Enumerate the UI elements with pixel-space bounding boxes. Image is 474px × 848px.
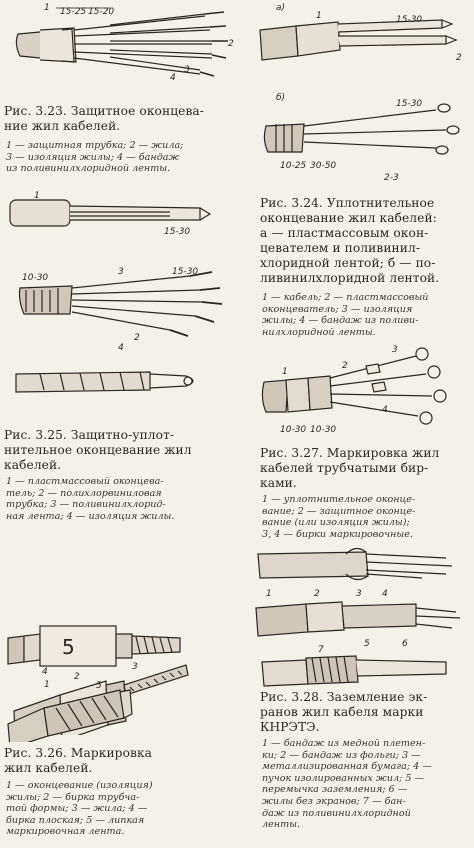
- tag-number: 5: [62, 635, 75, 659]
- figure-3-25-legend: 1 — пластмассовый оконцева- тель; 2 — по…: [6, 476, 175, 522]
- part-label: 1: [282, 367, 288, 377]
- part-label: 3: [184, 65, 190, 75]
- part-label: 2: [134, 333, 140, 343]
- part-label: 1: [316, 11, 322, 21]
- dim-label: 15-25: [60, 7, 86, 17]
- dim-label: 15-30: [396, 15, 422, 25]
- figure-3-27-caption: Рис. 3.27. Маркировка жил кабелей трубча…: [260, 446, 440, 490]
- figure-3-23-legend: 1 — защитная трубка; 2 — жила; 3 — изоля…: [6, 140, 184, 175]
- dim-label: 15-30: [172, 267, 198, 277]
- part-label: 2: [456, 53, 462, 63]
- part-label: 4: [42, 667, 48, 677]
- part-label: 1: [44, 680, 50, 690]
- part-label: 6: [402, 639, 408, 649]
- part-label: 2: [228, 39, 234, 49]
- part-label: 2: [314, 589, 320, 599]
- part-label: 4: [382, 405, 388, 415]
- dim-label: 15-30: [164, 227, 190, 237]
- dim-label: 15-20: [88, 7, 114, 17]
- part-label: 1: [44, 3, 50, 13]
- figure-3-25-drawing: 1 15-30 10-30 15-30 3 2 4: [0, 190, 240, 420]
- part-label: 2: [74, 672, 80, 682]
- dim-label: 10-30: [310, 425, 336, 435]
- part-label: б): [276, 93, 285, 103]
- figure-3-26-legend: 1 — оконцевание (изоляция) жилы; 2 — бир…: [6, 780, 153, 838]
- figure-3-26-flat-tag-drawing: 5 4 5: [0, 612, 240, 742]
- part-label: 4: [382, 589, 388, 599]
- part-label: 3: [118, 267, 124, 277]
- part-label: 4: [170, 73, 176, 83]
- dim-label: 10-30: [280, 425, 306, 435]
- dim-label: 10-30: [22, 273, 48, 283]
- figure-3-23-drawing: 15-25 15-20 1 2 3 4: [0, 0, 240, 90]
- figure-3-26-caption: Рис. 3.26. Маркировка жил кабелей.: [4, 746, 153, 775]
- figure-3-24-caption: Рис. 3.24. Уплотнительное оконцевание жи…: [260, 196, 440, 285]
- part-label: 3: [392, 345, 398, 355]
- figure-3-27-legend: 1 — уплотнительное оконце- вание; 2 — за…: [262, 494, 416, 540]
- part-label: 1: [34, 191, 40, 201]
- figure-3-24-drawing: а) б) 15-30 15-30 10-25 30-50 2-3 1 2: [246, 0, 474, 188]
- dim-label: 15-30: [396, 99, 422, 109]
- figure-3-25-caption: Рис. 3.25. Защитно-уплот- нительное окон…: [4, 428, 192, 472]
- part-label: 7: [318, 645, 324, 655]
- figure-3-28-legend: 1 — бандаж из медной плетен- ки; 2 — бан…: [262, 738, 432, 831]
- part-label: 3: [132, 662, 138, 672]
- figure-3-24-legend: 1 — кабель; 2 — пластмассовый оконцевате…: [262, 292, 429, 338]
- part-label: 4: [118, 343, 124, 353]
- part-label: а): [276, 3, 285, 13]
- dim-label: 30-50: [310, 161, 336, 171]
- dim-label: 2-3: [384, 173, 399, 183]
- part-label: 5: [364, 639, 370, 649]
- dim-label: 10-25: [280, 161, 306, 171]
- part-label: 3: [356, 589, 362, 599]
- figure-3-23-caption: Рис. 3.23. Защитное оконцева- ние жил ка…: [4, 104, 204, 133]
- part-label: 1: [266, 589, 272, 599]
- figure-3-27-drawing: 1 2 3 4 10-30 10-30: [246, 338, 474, 438]
- figure-3-28-drawing: 1 2 3 4 5 6 7: [246, 548, 474, 848]
- part-label: 2: [342, 361, 348, 371]
- figure-3-28-caption: Рис. 3.28. Заземление эк- ранов жил кабе…: [260, 690, 428, 734]
- part-label: 5: [96, 681, 102, 691]
